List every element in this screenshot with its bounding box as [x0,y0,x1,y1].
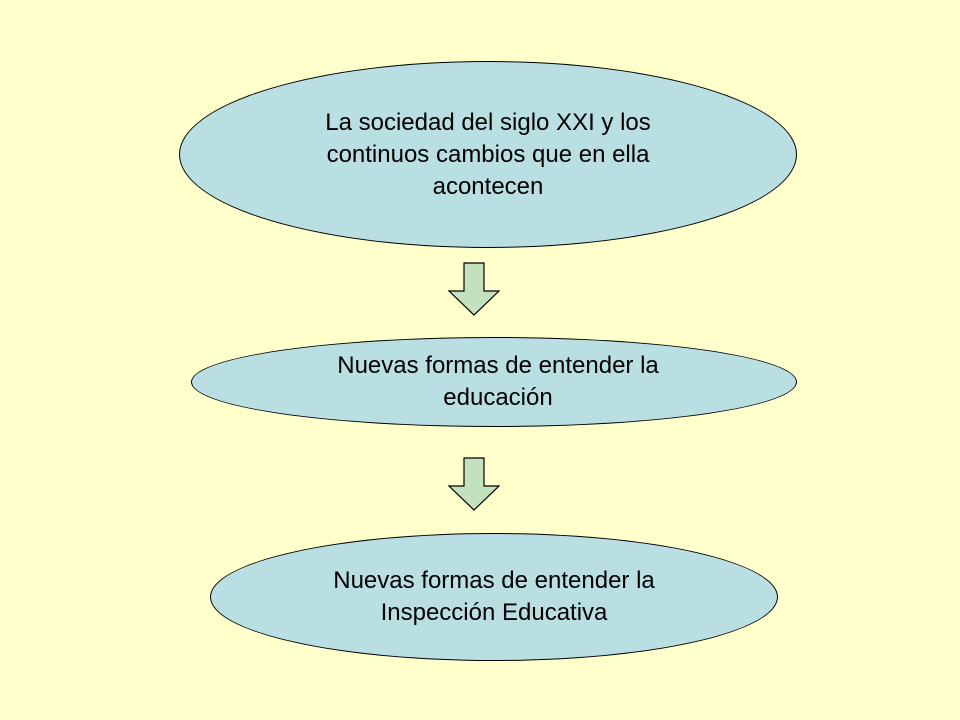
down-arrow-icon [448,457,500,511]
flow-node-society-label: La sociedad del siglo XXI y los continuo… [325,108,651,200]
flow-node-society: La sociedad del siglo XXI y los continuo… [179,61,797,248]
down-arrow-icon [448,262,500,316]
flow-node-inspection: Nuevas formas de entender la Inspección … [210,533,778,661]
flow-node-education-label: Nuevas formas de entender la educación [337,352,659,411]
flow-node-inspection-label: Nuevas formas de entender la Inspección … [333,567,655,626]
flow-node-education: Nuevas formas de entender la educación [191,337,797,427]
